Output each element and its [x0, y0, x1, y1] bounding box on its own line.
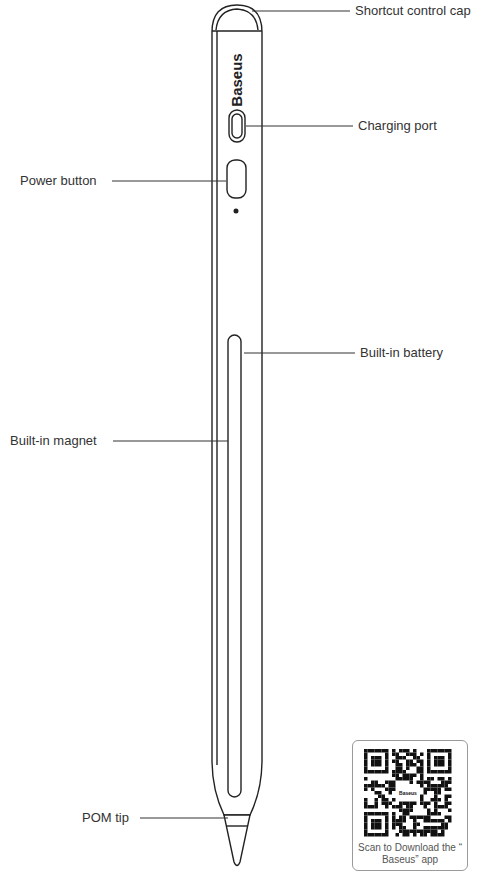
qr-caption: Scan to Download the “ Baseus” app: [353, 842, 467, 870]
part-label: Charging port: [358, 118, 437, 134]
qr-card: Scan to Download the “ Baseus” app: [352, 740, 468, 871]
part-label: Built-in magnet: [10, 433, 97, 449]
brand-logo: Baseus: [229, 53, 245, 106]
part-label: Shortcut control cap: [355, 3, 471, 19]
part-label: Built-in battery: [360, 345, 443, 361]
qr-logo: Baseus: [398, 790, 418, 796]
part-label: POM tip: [82, 810, 129, 826]
part-label: Power button: [20, 173, 97, 189]
